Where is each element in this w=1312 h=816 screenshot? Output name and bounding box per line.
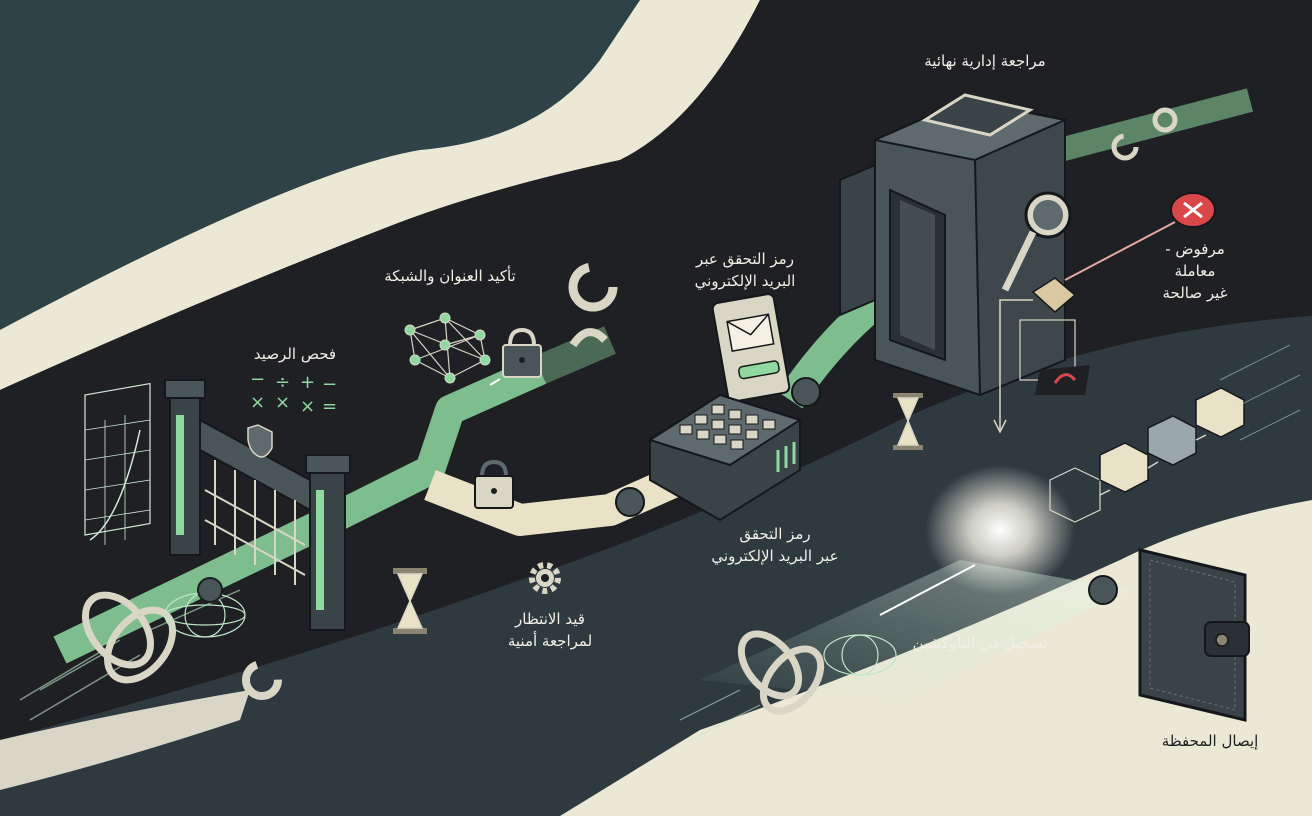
label-balance-check: فحص الرصيد [253,345,337,363]
bottom-left-light-strip [0,690,250,790]
label-email-code-top: رمز التحقق عبر البريد الإلكتروني [694,250,796,290]
coin-icon-4 [1088,575,1118,605]
blockchain-block-icon [1049,387,1245,523]
svg-text:−: − [322,374,337,395]
network-nodes [404,312,491,384]
label-security-hold: قيد الانتظار لمراجعة أمنية [507,610,593,650]
hourglass-icon [393,568,427,634]
green-path-fade [534,326,616,384]
lower-light-beam [700,560,1130,700]
envelope-icon [711,293,791,403]
gear-icon [529,562,561,594]
shield-icon [247,424,273,458]
label-wallet-receipt: إيصال المحفظة [1161,732,1259,750]
wallet-icon [1138,548,1250,722]
chain-link-icon-2 [737,630,825,715]
lower-beam-arrow [879,564,976,616]
svg-text:=: = [322,396,337,417]
coin-icon [197,577,223,603]
top-left-dark-band [0,0,640,330]
label-blockchain-record: تسجيل في البلوكشين [912,634,1048,652]
svg-text:×: × [275,392,290,413]
chart-icon [84,382,151,545]
reject-x-icon [1170,192,1216,228]
progress-ring-bottom-icon [242,660,282,700]
reject-arrow [1064,221,1176,281]
padlock-icon [502,327,542,378]
speed-lines-right [1219,344,1301,441]
review-package-icon [1031,277,1077,313]
label-final-review: مراجعة إدارية نهائية [924,52,1046,70]
padlock-icon-2 [474,459,514,509]
hourglass-icon-2 [893,393,923,450]
progress-ring-top-right-icon [1111,133,1139,161]
svg-text:×: × [300,396,315,417]
down-arrow-head [993,419,1007,434]
down-arrow-line [999,299,1033,430]
wire-sphere-right [823,634,897,676]
svg-text:÷: ÷ [275,372,290,393]
speed-lines-lower [679,689,761,741]
label-email-code-bottom: رمز التحقق عبر البريد الإلكتروني [711,525,839,565]
green-path-main [53,356,547,664]
progress-ring-icon [568,262,618,312]
label-address-network: تأكيد العنوان والشبكة [384,267,516,285]
progress-arc-icon [569,328,608,348]
gate-icon [164,379,351,631]
svg-text:−: − [250,369,265,390]
lower-road [0,316,1312,816]
coin-icon-3 [791,377,821,407]
math-symbols-icon: −÷+− ×××= [250,369,337,417]
magnifier-icon [1001,191,1072,292]
svg-text:+: + [300,372,315,393]
progress-ring-top-right-2-icon [1152,107,1178,133]
coin-icon-2 [615,487,645,517]
keypad-icon [647,393,803,522]
svg-text:×: × [250,392,265,413]
final-review-tower [839,93,1090,397]
label-rejected: مرفوض - معاملة غير صالحة [1162,240,1228,302]
top-light-band [0,0,760,390]
chain-link-icon [81,591,177,684]
green-path-arrow [489,378,501,386]
